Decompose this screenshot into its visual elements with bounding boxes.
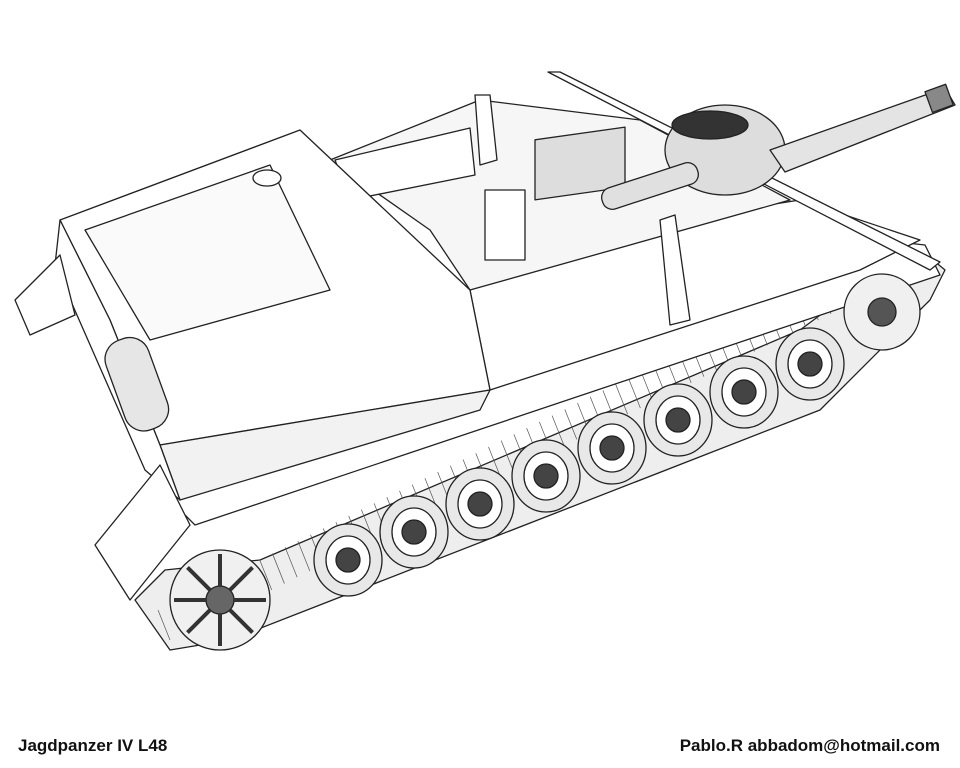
- gun-support-2: [659, 214, 691, 326]
- track-link: [284, 547, 298, 578]
- model-title: Jagdpanzer IV L48: [18, 736, 168, 755]
- gun-barrel: [769, 87, 956, 173]
- track-link: [272, 553, 285, 584]
- road-wheel: [643, 383, 713, 457]
- casemate-inner: [84, 164, 331, 341]
- track-link: [157, 609, 171, 641]
- mantlet-opening: [671, 110, 749, 140]
- front-fender: [94, 464, 191, 601]
- track-link: [259, 559, 273, 590]
- rear-fender: [14, 254, 76, 336]
- track-link: [488, 446, 501, 478]
- track-link: [297, 540, 311, 572]
- track-link: [564, 409, 578, 440]
- drive-sprocket: [843, 273, 921, 351]
- track-link: [500, 440, 514, 471]
- track-link: [615, 384, 628, 415]
- fuel-drum: [104, 336, 170, 432]
- ammo-rack: [484, 189, 526, 261]
- muzzle-brake: [924, 83, 954, 114]
- road-wheel: [313, 523, 383, 597]
- road-wheel: [511, 439, 581, 513]
- radio-box: [534, 126, 626, 201]
- road-wheel: [379, 495, 449, 569]
- idler-wheel: [169, 549, 271, 651]
- track-link: [551, 415, 565, 446]
- road-wheel: [709, 355, 779, 429]
- breech: [600, 162, 700, 210]
- track-link: [628, 377, 641, 409]
- track-link: [640, 371, 654, 402]
- cupola: [252, 169, 282, 187]
- road-wheel: [577, 411, 647, 485]
- gun-support: [474, 94, 498, 166]
- road-wheel: [775, 327, 845, 401]
- road-wheel: [445, 467, 515, 541]
- author-credit: Pablo.R abbadom@hotmail.com: [679, 736, 940, 755]
